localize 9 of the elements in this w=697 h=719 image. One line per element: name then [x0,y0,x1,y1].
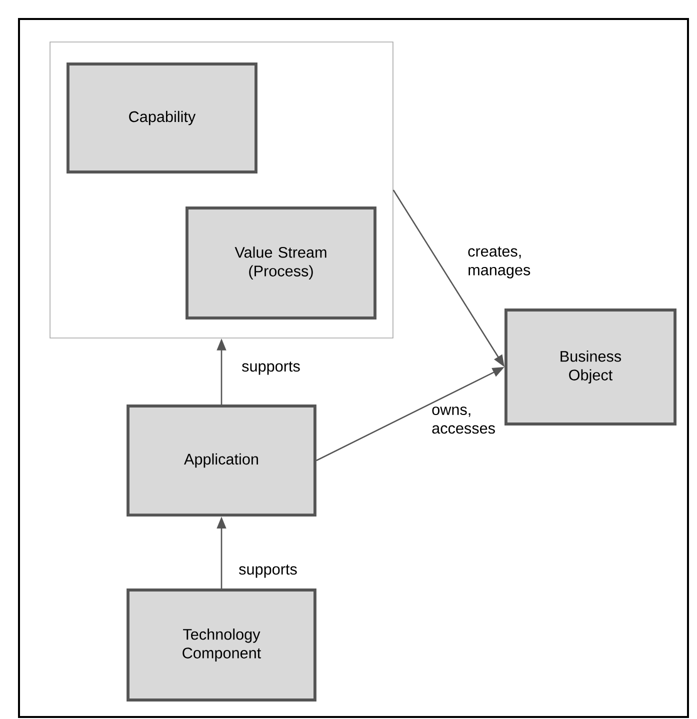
process-box: Application [126,404,316,516]
process-box: Business Object [504,308,676,426]
edge-label: supports [239,564,297,578]
edge-label: owns, accesses [432,406,495,434]
edge-label: supports [242,362,300,375]
process-box: Technology Component [126,588,316,702]
process-box: Capability [66,62,258,174]
process-box: Value Stream (Process) [186,206,376,320]
edge-label: creates, manages [468,246,530,278]
